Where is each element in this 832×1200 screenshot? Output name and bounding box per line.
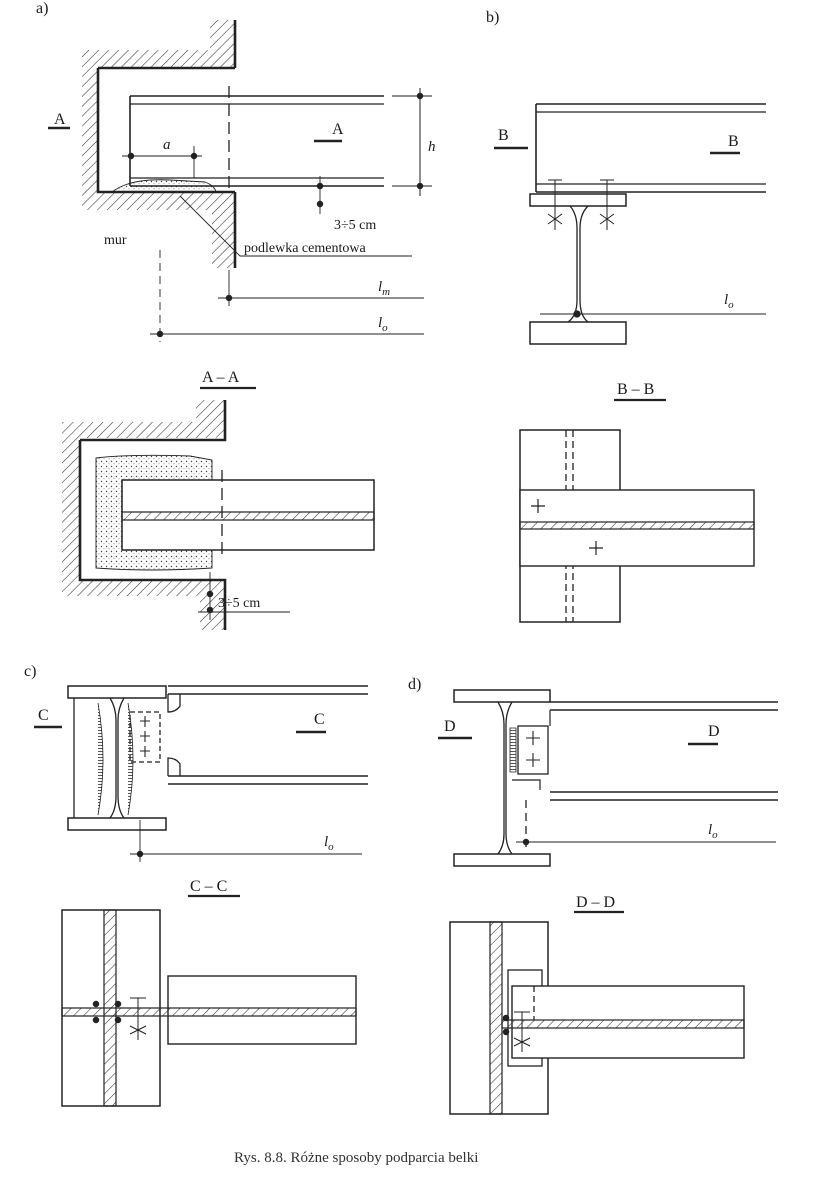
cut-mark-a: A [54,111,66,128]
cut-mark-c: C [38,707,49,724]
panel-section-bb [519,398,755,623]
cut-mark-d: D [444,718,456,735]
section-label-c: C [314,711,325,728]
section-label-d: D [708,723,720,740]
section-aa-title: A – A [202,369,240,386]
lo-c-label: lo [324,834,334,853]
dim-a-label: a [163,137,171,153]
figure-caption: Rys. 8.8. Różne sposoby podparcia belki [234,1150,478,1166]
panel-c [34,685,368,862]
lo-a-label: lo [378,315,388,334]
panel-section-aa [62,386,375,630]
section-label-b: B [728,133,739,150]
section-dd-title: D – D [576,894,615,911]
panel-b-letter: b) [486,9,499,26]
labels: a) A A a h 3÷5 cm mur podlewka cementowa… [24,0,739,1166]
panel-b [494,103,766,345]
dim-h-label: h [428,139,436,155]
lm-label: lm [378,279,390,298]
panel-a [48,20,432,342]
panel-d [438,689,778,867]
grout-label: podlewka cementowa [244,241,366,256]
panel-a-letter: a) [36,0,48,17]
panel-section-cc [61,894,357,1107]
lo-b-label: lo [724,292,734,311]
panel-d-letter: d) [408,676,421,693]
section-label-a: A [332,121,344,138]
panel-section-dd [449,910,745,1115]
panel-c-letter: c) [24,663,36,680]
clearance-aa-label: 3÷5 cm [218,596,260,611]
lo-d-label: lo [708,822,718,841]
mur-label: mur [104,233,127,248]
section-bb-title: B – B [617,381,654,398]
cut-mark-b: B [498,127,509,144]
clearance-a-label: 3÷5 cm [334,218,376,233]
section-cc-title: C – C [190,878,227,895]
